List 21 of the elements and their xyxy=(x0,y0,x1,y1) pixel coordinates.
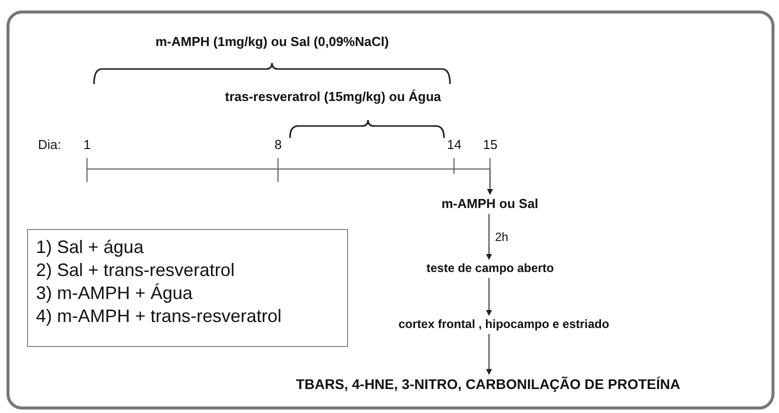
group-item: 4) m-AMPH + trans-resveratrol xyxy=(36,305,283,328)
tick-label: 15 xyxy=(483,137,498,152)
arrow xyxy=(486,214,492,260)
step-text: TBARS, 4-HNE, 3-NITRO, CARBONILAÇÃO DE PROTEÍNA xyxy=(296,376,680,392)
step-text: cortex frontal , hipocampo e estriado xyxy=(398,317,610,331)
bracket-label: tras-resveratrol (15mg/kg) ou Água xyxy=(225,89,442,104)
step-text: teste de campo aberto xyxy=(426,261,554,275)
group-item: 1) Sal + água xyxy=(36,236,145,259)
bracket-label: m-AMPH (1mg/kg) ou Sal (0,09%NaCl) xyxy=(156,34,389,49)
edge-label: 2h xyxy=(494,230,510,244)
step-text: m-AMPH ou Sal xyxy=(442,196,538,211)
group-item: 3) m-AMPH + Água xyxy=(36,282,194,305)
arrow xyxy=(487,168,493,195)
tick-label: 14 xyxy=(447,137,462,152)
arrow xyxy=(486,334,492,375)
axis-label: Dia: xyxy=(38,137,62,152)
group-item: 2) Sal + trans-resveratrol xyxy=(36,259,236,282)
tick-label: 8 xyxy=(274,137,282,152)
group-list-box xyxy=(27,229,348,347)
tick-label: 1 xyxy=(84,137,91,152)
arrow xyxy=(486,278,492,316)
